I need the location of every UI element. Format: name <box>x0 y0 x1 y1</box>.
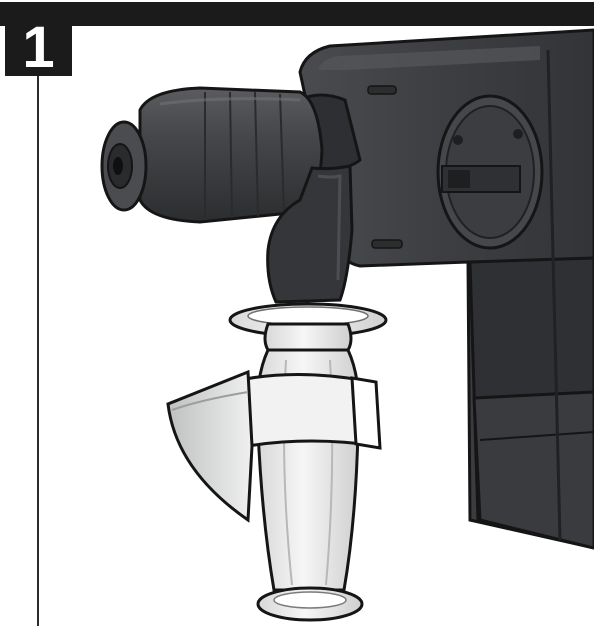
mode-selector-dial <box>436 94 544 250</box>
header-rule <box>0 2 594 26</box>
drill-chuck <box>100 86 324 224</box>
side-handle-clamp <box>266 164 354 304</box>
step-number-badge: 1 <box>5 15 72 80</box>
margin-rule <box>37 24 39 626</box>
side-handle <box>228 302 388 622</box>
step-number: 1 <box>22 15 55 80</box>
rotation-arrow <box>166 369 382 523</box>
